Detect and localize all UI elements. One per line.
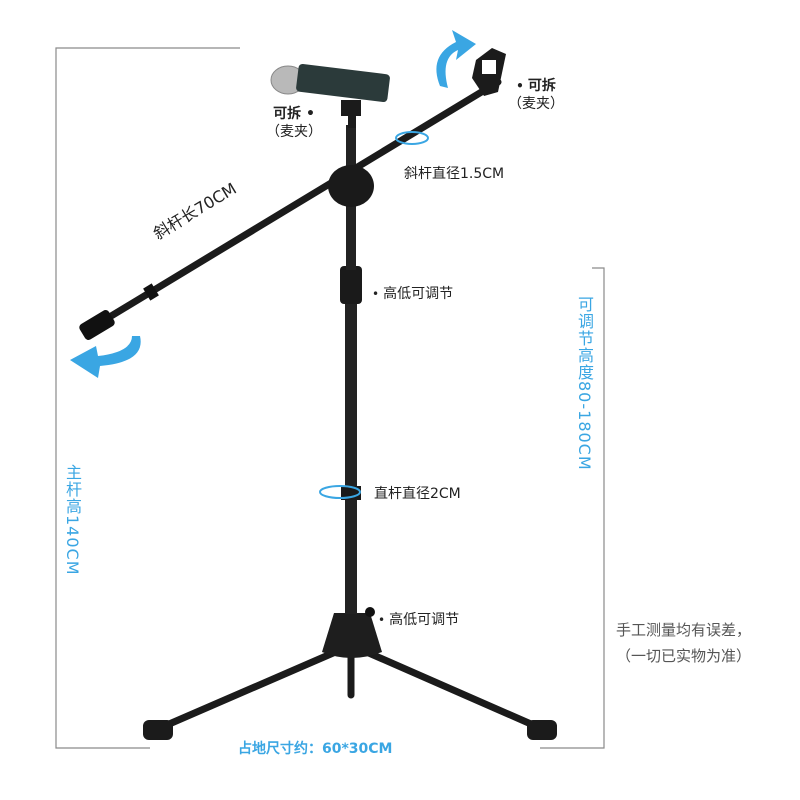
dimension-frame	[55, 47, 605, 749]
boom-joint	[143, 283, 159, 301]
tripod-base	[322, 613, 382, 658]
microphone	[270, 63, 390, 128]
note-line-2: （一切已实物为准）	[616, 646, 752, 665]
pole-diameter-label: 直杆直径2CM	[374, 486, 461, 502]
right-foot	[527, 720, 557, 740]
adjust-height-dimension-line	[540, 267, 605, 749]
left-mic-clip	[341, 100, 361, 116]
rotation-ring-icon	[395, 131, 429, 145]
height-adjust-label-top: 高低可调节	[372, 286, 453, 304]
base-knob	[365, 607, 375, 617]
boom-diameter-label: 斜杆直径1.5CM	[404, 166, 505, 182]
rotation-ring-icon	[319, 485, 361, 499]
main-pole-dimension-line	[55, 47, 240, 749]
detachable-mic-clip-label-left: 可拆 • （麦夹）	[266, 106, 322, 141]
rotate-arrow-icon	[436, 30, 476, 88]
detachable-mic-clip-label-right: 可拆 （麦夹）	[508, 78, 564, 113]
rotate-arrow-icon	[70, 336, 141, 378]
measurement-note: 手工测量均有误差， （一切已实物为准）	[616, 618, 751, 669]
detachable-left-text: 可拆 •	[273, 106, 315, 122]
clip-right-text: （麦夹）	[508, 95, 564, 112]
lower-pole	[345, 300, 357, 614]
boom-counterweight	[79, 310, 115, 340]
boom-arm	[84, 78, 502, 334]
height-adjust-label-bottom: 高低可调节	[378, 612, 459, 630]
left-foot	[143, 720, 173, 740]
detachable-right-text: 可拆	[508, 78, 564, 96]
boom-clutch	[328, 165, 374, 207]
note-line-1: 手工测量均有误差，	[616, 621, 752, 639]
main-pole-height-label: 主杆高140CM	[63, 464, 82, 576]
right-mic-clip	[472, 48, 506, 96]
detachable-left-value: 可拆	[273, 106, 302, 122]
clip-left-text: （麦夹）	[266, 123, 322, 140]
tripod-legs	[156, 646, 544, 732]
height-clutch-top	[340, 266, 362, 304]
adjustable-height-label: 可调节高度80-180CM	[575, 296, 594, 471]
footprint-label: 占地尺寸约：60*30CM	[238, 741, 393, 757]
